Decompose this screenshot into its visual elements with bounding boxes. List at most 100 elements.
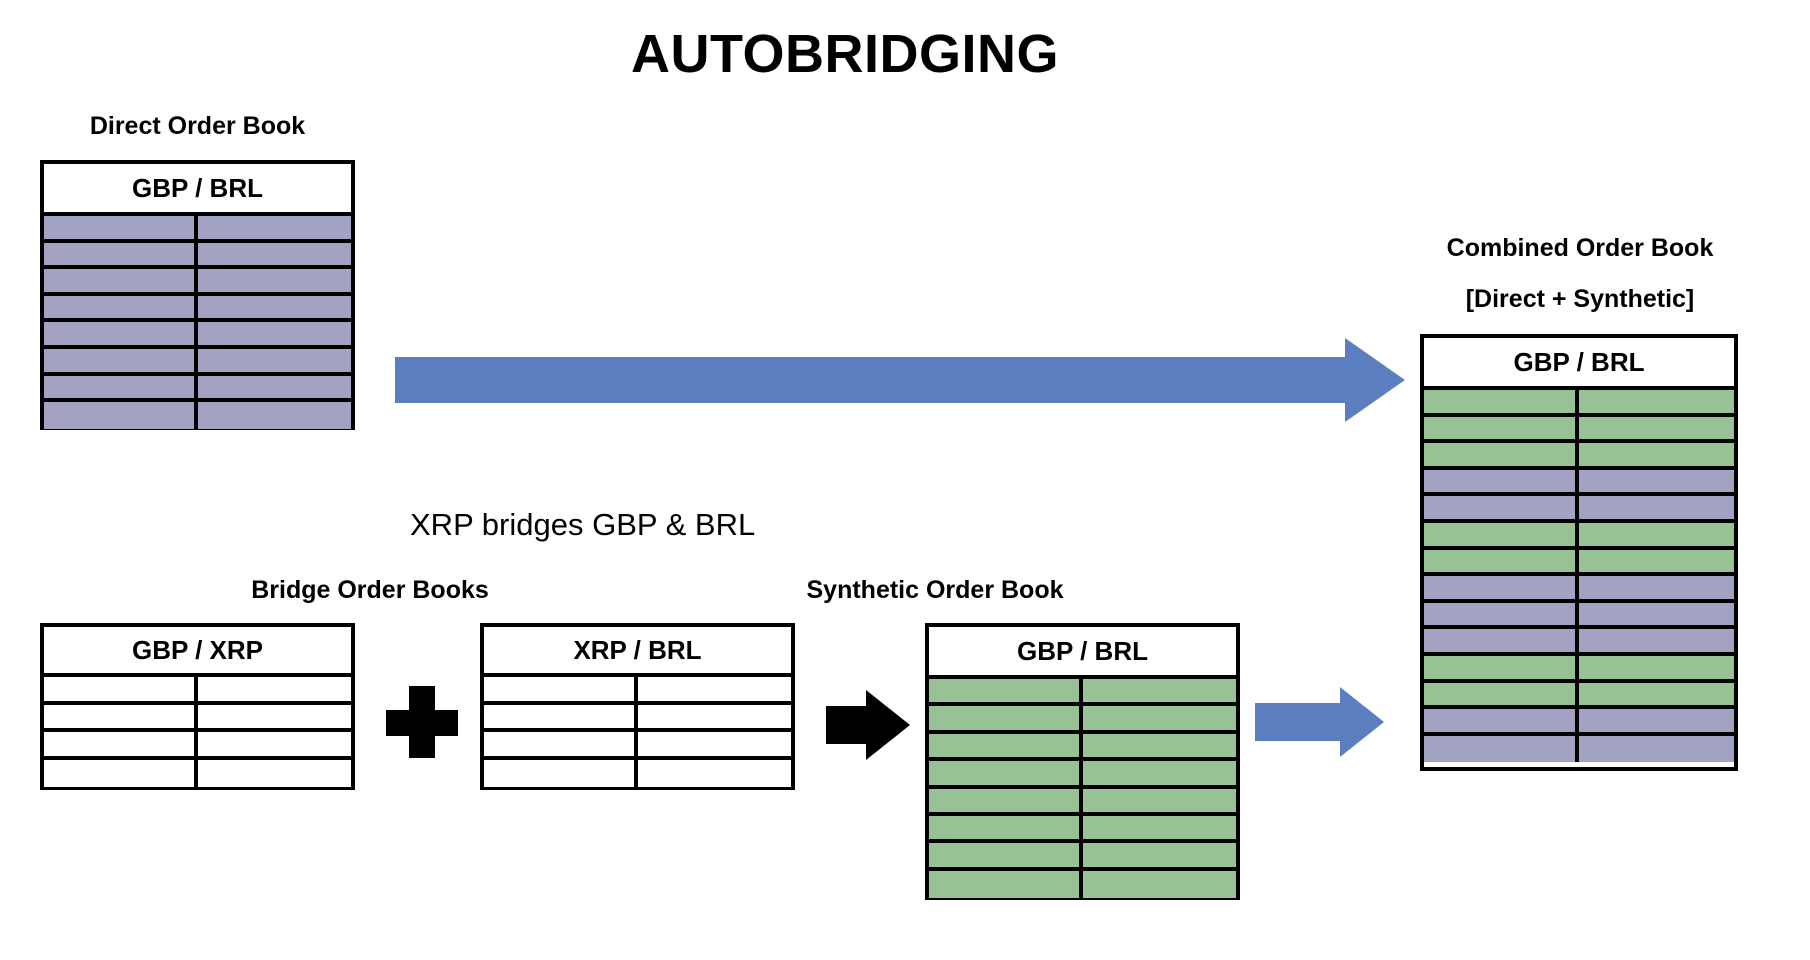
synthetic-order-book-row [929, 843, 1236, 871]
direct-order-book-cell [197, 295, 351, 319]
direct-order-book-cell [197, 322, 351, 345]
page-title: AUTOBRIDGING [0, 26, 1810, 83]
plus-icon [386, 686, 458, 758]
combined-order-book-cell [1579, 416, 1734, 440]
bridge-order-book-gbp-xrp-cell [44, 732, 198, 756]
right-arrow-black-head [866, 690, 910, 760]
synthetic-order-book-caption: Synthetic Order Book [806, 576, 1064, 604]
combined-order-book-row [1424, 629, 1734, 656]
synthetic-order-book-cell [929, 761, 1083, 785]
synthetic-order-book-cell [1082, 788, 1236, 812]
combined-order-book-cell [1424, 682, 1579, 706]
combined-order-book-cell [1579, 443, 1734, 466]
synthetic-order-book-cell [929, 843, 1083, 867]
bridge-order-book-xrp-brl-row [484, 759, 791, 787]
right-arrow-black-shaft [826, 706, 868, 744]
direct-order-book-row [44, 348, 351, 376]
combined-order-book-cell [1579, 496, 1734, 519]
direct-order-book-row [44, 375, 351, 403]
synthetic-order-book-cell [929, 733, 1083, 758]
combined-order-book-cell [1579, 655, 1734, 679]
combined-order-book-caption-line1: Combined Order Book [1446, 234, 1714, 262]
bridge-order-book-xrp-brl-cell [637, 677, 791, 701]
synthetic-order-book-row [929, 679, 1236, 707]
right-arrow-blue-shaft [395, 357, 1345, 403]
synthetic-order-book-table: GBP / BRL [925, 623, 1240, 900]
combined-order-book-cell [1424, 576, 1579, 599]
synthetic-order-book-cell [1082, 733, 1236, 758]
combined-order-book-cell [1579, 469, 1734, 493]
direct-order-book-cell [44, 216, 198, 239]
combined-order-book-cell [1424, 655, 1579, 679]
bridge-order-book-gbp-xrp-cell [197, 704, 351, 728]
combined-order-book-row [1424, 443, 1734, 470]
synthetic-order-book-row [929, 788, 1236, 816]
combined-order-book-cell [1579, 522, 1734, 546]
bridge-order-book-xrp-brl-cell [484, 732, 638, 756]
direct-order-book-header: GBP / BRL [44, 164, 351, 216]
bridge-order-book-gbp-xrp-header: GBP / XRP [44, 627, 351, 677]
bridge-order-book-gbp-xrp-table: GBP / XRP [40, 623, 355, 790]
combined-order-book-row [1424, 469, 1734, 497]
bridge-order-book-xrp-brl-cell [484, 677, 638, 701]
combined-order-book-cell [1579, 735, 1734, 763]
combined-order-book-header: GBP / BRL [1424, 338, 1734, 390]
combined-order-book-row [1424, 522, 1734, 550]
direct-order-book-cell [197, 216, 351, 239]
synthetic-order-book-cell [1082, 761, 1236, 785]
synthetic-order-book-header: GBP / BRL [929, 627, 1236, 679]
combined-order-book-cell [1579, 602, 1734, 626]
bridge-order-book-xrp-brl-rows [484, 677, 791, 787]
bridge-order-book-gbp-xrp-row [44, 704, 351, 732]
bridge-order-book-gbp-xrp-cell [197, 759, 351, 787]
combined-order-book-cell [1424, 602, 1579, 626]
bridge-order-books-caption: Bridge Order Books [251, 576, 489, 604]
bridge-order-book-gbp-xrp-cell [44, 759, 198, 787]
direct-order-book-row [44, 242, 351, 270]
combined-order-book-row [1424, 549, 1734, 577]
direct-order-book-row [44, 322, 351, 349]
bridge-order-book-gbp-xrp-cell [44, 704, 198, 728]
direct-order-book-cell [197, 269, 351, 292]
right-arrow-blue-head-2 [1340, 687, 1384, 757]
bridge-order-book-xrp-brl-row [484, 732, 791, 760]
bridge-order-book-gbp-xrp-cell [44, 677, 198, 701]
synthetic-order-book-row [929, 733, 1236, 762]
synthetic-order-book-rows [929, 679, 1236, 899]
combined-order-book-cell [1579, 709, 1734, 732]
direct-order-book-cell [197, 402, 351, 429]
synthetic-order-book-cell [1082, 679, 1236, 703]
combined-order-book-cell [1579, 629, 1734, 652]
combined-order-book-row [1424, 735, 1734, 763]
bridge-order-book-gbp-xrp-cell [197, 677, 351, 701]
direct-order-book-cell [197, 375, 351, 399]
direct-order-book-table: GBP / BRL [40, 160, 355, 430]
direct-order-book-cell [44, 295, 198, 319]
bridge-order-book-xrp-brl-table: XRP / BRL [480, 623, 795, 790]
direct-order-book-rows [44, 216, 351, 429]
combined-order-book-cell [1424, 709, 1579, 732]
bridge-order-book-xrp-brl-header: XRP / BRL [484, 627, 791, 677]
direct-order-book-caption: Direct Order Book [89, 112, 306, 140]
direct-order-book-cell [44, 269, 198, 292]
combined-order-book-cell [1424, 443, 1579, 466]
combined-order-book-row [1424, 496, 1734, 523]
bridge-order-book-xrp-brl-cell [637, 704, 791, 728]
combined-order-book-cell [1424, 629, 1579, 652]
direct-order-book-cell [197, 348, 351, 372]
synthetic-order-book-row [929, 870, 1236, 899]
bridge-order-book-gbp-xrp-row [44, 759, 351, 787]
combined-order-book-cell [1424, 549, 1579, 573]
bridge-order-book-xrp-brl-row [484, 677, 791, 705]
combined-order-book-cell [1424, 496, 1579, 519]
bridge-order-book-gbp-xrp-cell [197, 732, 351, 756]
synthetic-order-book-cell [929, 679, 1083, 703]
combined-order-book-cell [1424, 735, 1579, 763]
bridge-order-book-gbp-xrp-row [44, 677, 351, 705]
bridge-note: XRP bridges GBP & BRL [410, 507, 756, 542]
synthetic-order-book-cell [929, 870, 1083, 899]
synthetic-order-book-cell [929, 815, 1083, 840]
combined-order-book-cell [1579, 682, 1734, 706]
combined-order-book-cell [1579, 390, 1734, 413]
